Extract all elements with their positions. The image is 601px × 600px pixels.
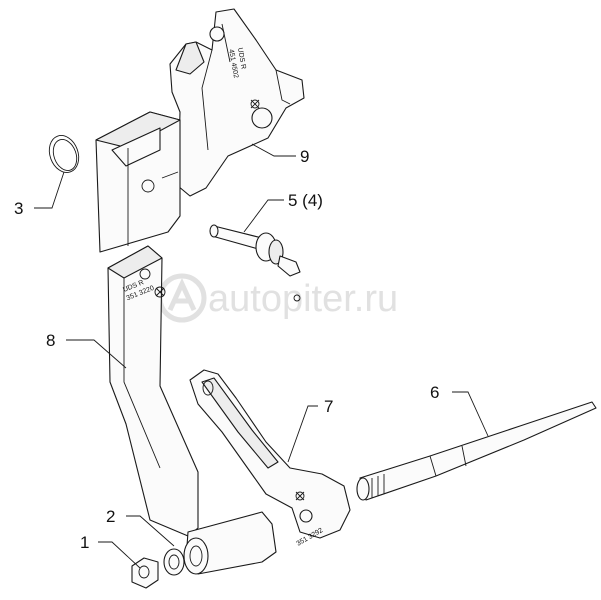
- svg-text:451 4502: 451 4502: [227, 49, 239, 79]
- callout-labels: 3 9 5 (4) 8 6 7 2 1: [14, 147, 439, 552]
- callout-7: 7: [324, 397, 333, 416]
- part-8-link-arm: UDS R 351 3220: [107, 245, 199, 537]
- callout-6: 6: [430, 383, 439, 402]
- parts-1-2-fasteners: [131, 511, 277, 589]
- callout-2: 2: [106, 507, 115, 526]
- callout-3: 3: [14, 199, 23, 218]
- part-9-upper-bracket: UDS R 451 4502: [95, 8, 305, 253]
- part-9-stamp: UDS R 451 4502: [227, 47, 247, 79]
- part-2-washer: [163, 548, 185, 576]
- callout-8: 8: [46, 331, 55, 350]
- part-1-nut: [131, 557, 159, 589]
- part-3-circlip: [48, 135, 80, 173]
- callout-5: 5 (4): [288, 191, 323, 210]
- part-7-lever: 351 3292: [189, 369, 351, 548]
- svg-text:UDS R: UDS R: [236, 47, 247, 70]
- watermark-logo-icon: [157, 273, 207, 323]
- watermark-text: autopiter.ru: [208, 278, 398, 320]
- leader-lines: [34, 143, 489, 569]
- callout-1: 1: [80, 533, 89, 552]
- callout-9: 9: [300, 147, 309, 166]
- watermark: autopiter.ru: [157, 273, 398, 323]
- part-5-pin: [209, 224, 301, 302]
- part-6-shaft: [356, 401, 597, 501]
